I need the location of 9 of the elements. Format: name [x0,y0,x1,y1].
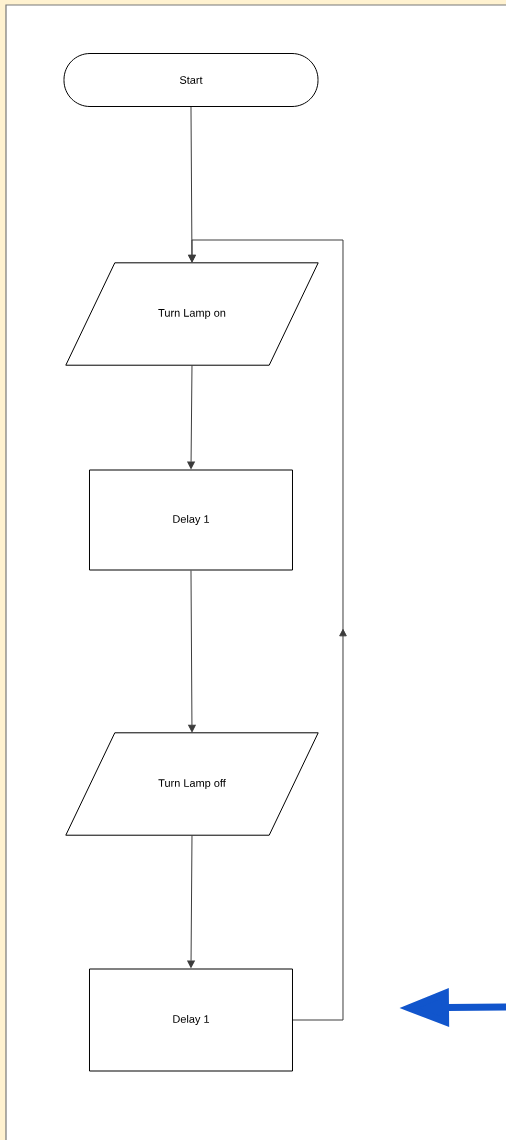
arrow [188,570,196,733]
io-parallelogram: Turn Lamp off [65,732,319,836]
arrow [187,364,195,469]
start-terminal: Start [63,53,319,107]
arrow [188,239,347,1021]
process-box: Delay 1 [89,469,293,571]
arrow [187,834,195,968]
io-parallelogram: Turn Lamp on [65,262,319,366]
process-box: Delay 1 [89,968,293,1072]
